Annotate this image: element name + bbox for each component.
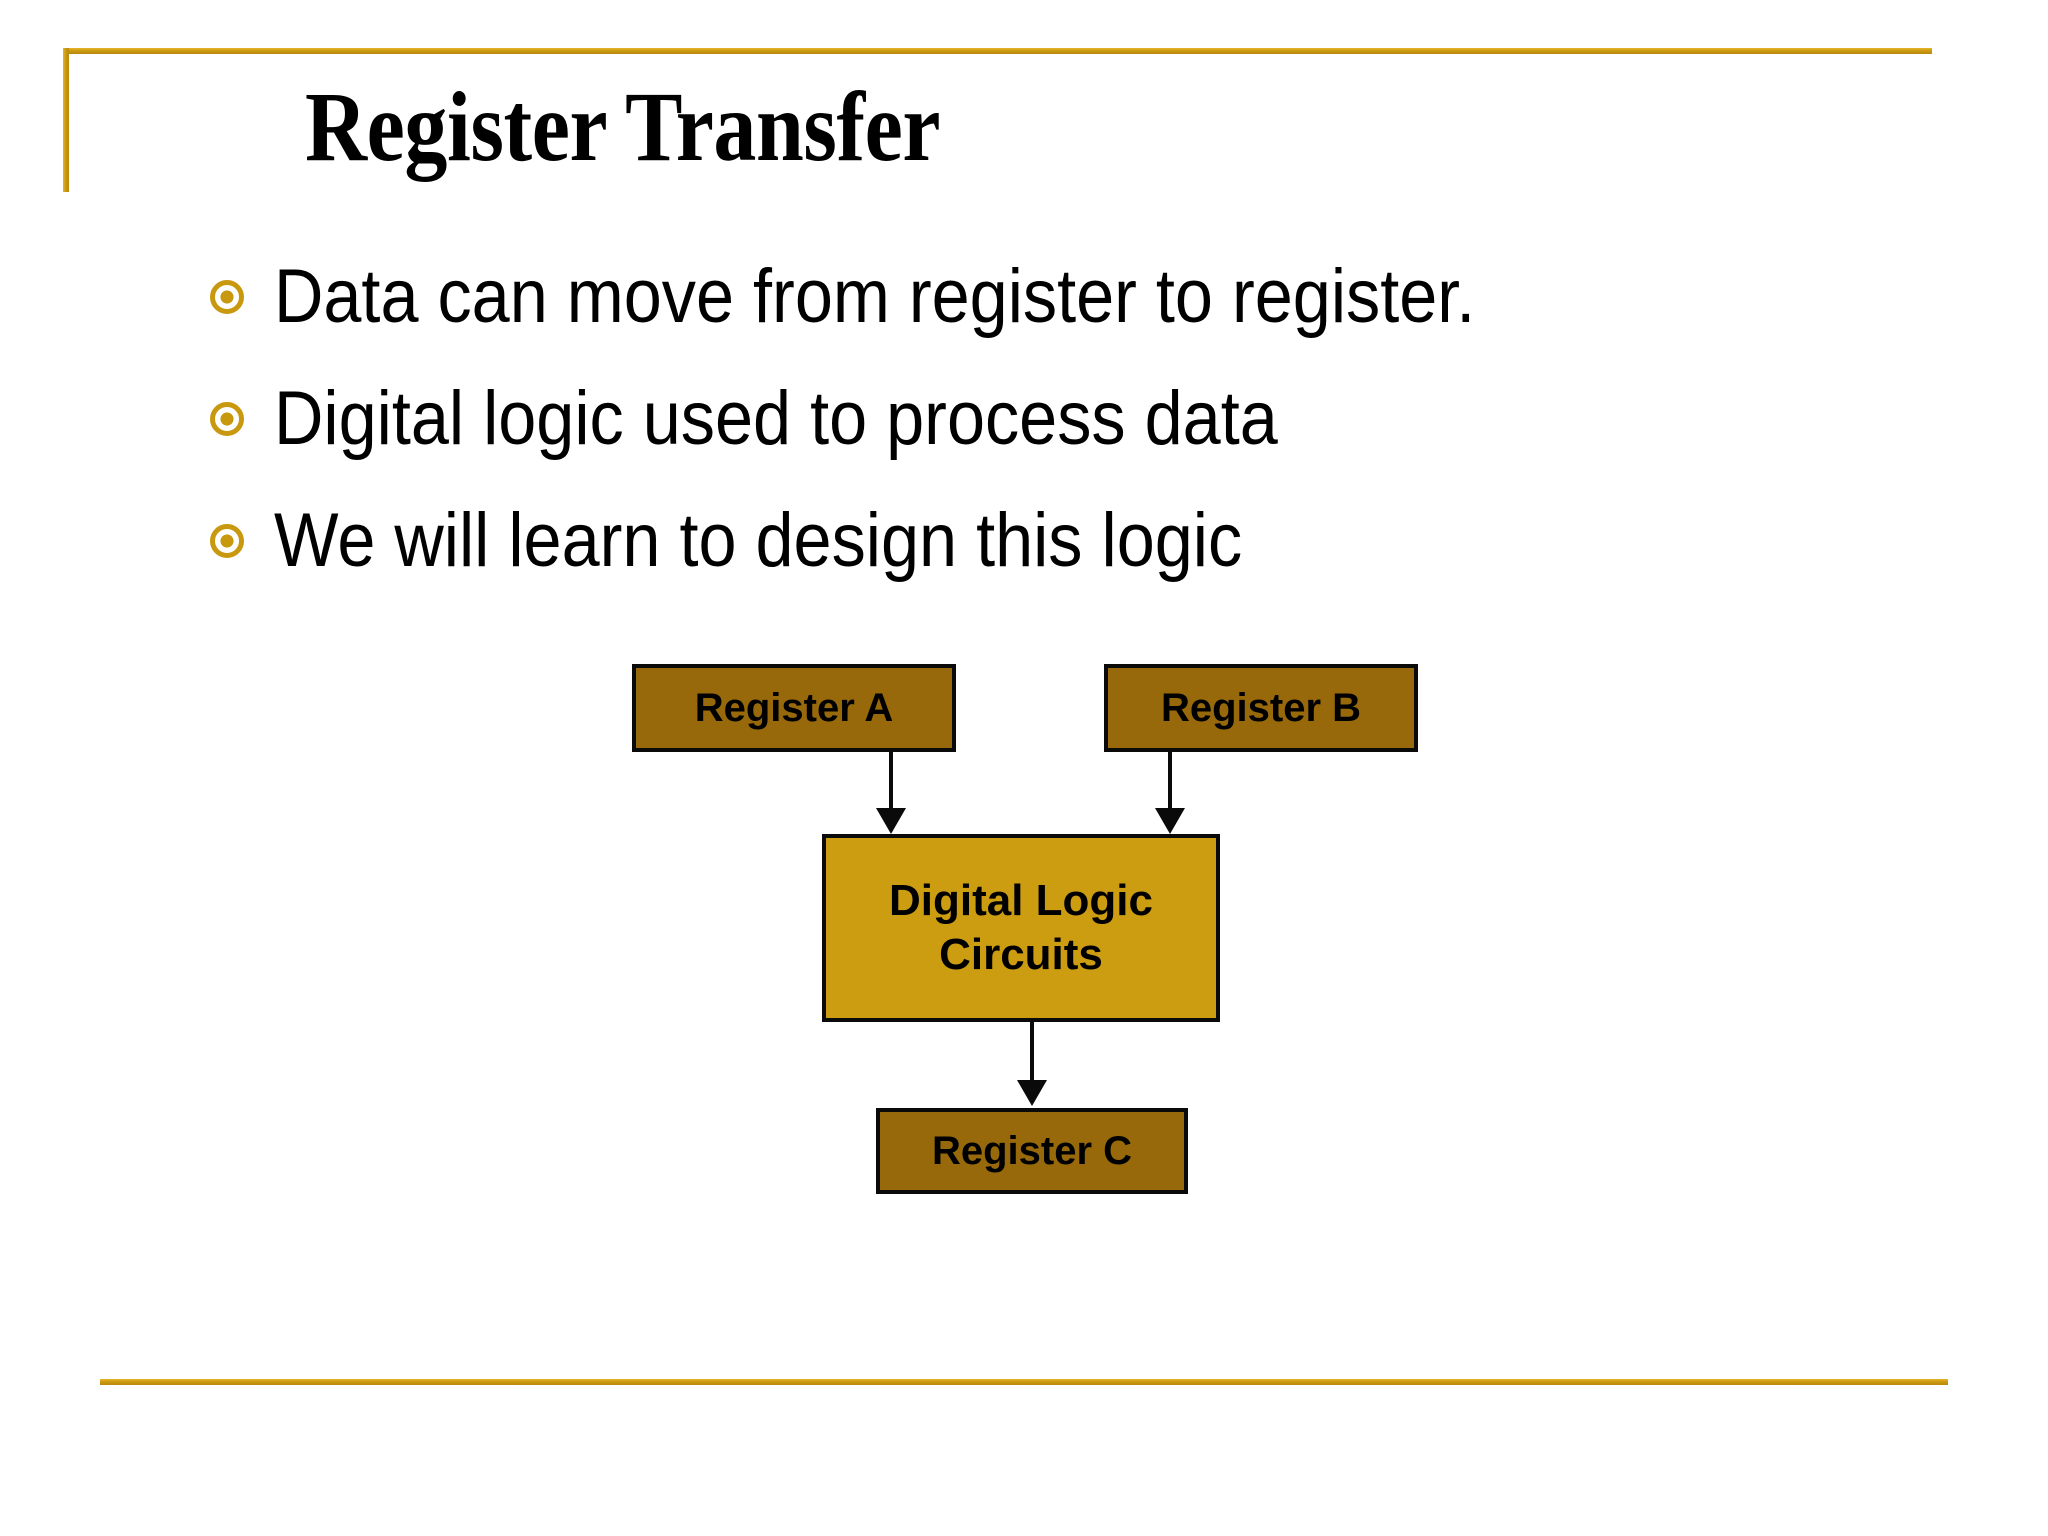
arrowhead-register-a-to-logic	[876, 808, 906, 834]
target-bullet-icon	[210, 402, 244, 436]
list-item: Data can move from register to register.	[210, 236, 1970, 358]
target-bullet-icon	[210, 524, 244, 558]
diagram-node-digital-logic-circuits: Digital Logic Circuits	[822, 834, 1220, 1022]
target-bullet-icon	[210, 280, 244, 314]
arrowhead-logic-to-register-c	[1017, 1080, 1047, 1106]
edge-register-a-to-logic	[889, 752, 893, 814]
bottom-accent-rule	[100, 1379, 1948, 1385]
diagram-node-register-a: Register A	[632, 664, 956, 752]
diagram-node-register-c: Register C	[876, 1108, 1188, 1194]
list-item-label: Data can move from register to register.	[274, 254, 1476, 339]
list-item: Digital logic used to process data	[210, 358, 1970, 480]
page-title: Register Transfer	[305, 71, 941, 182]
edge-logic-to-register-c	[1030, 1022, 1034, 1084]
list-item: We will learn to design this logic	[210, 480, 1970, 602]
list-item-label: Digital logic used to process data	[274, 376, 1278, 461]
bullet-list: Data can move from register to register.…	[210, 236, 1970, 602]
left-accent-rule	[63, 48, 69, 192]
diagram-node-register-b: Register B	[1104, 664, 1418, 752]
edge-register-b-to-logic	[1168, 752, 1172, 814]
arrowhead-register-b-to-logic	[1155, 808, 1185, 834]
list-item-label: We will learn to design this logic	[274, 498, 1243, 583]
top-accent-rule	[63, 48, 1932, 54]
